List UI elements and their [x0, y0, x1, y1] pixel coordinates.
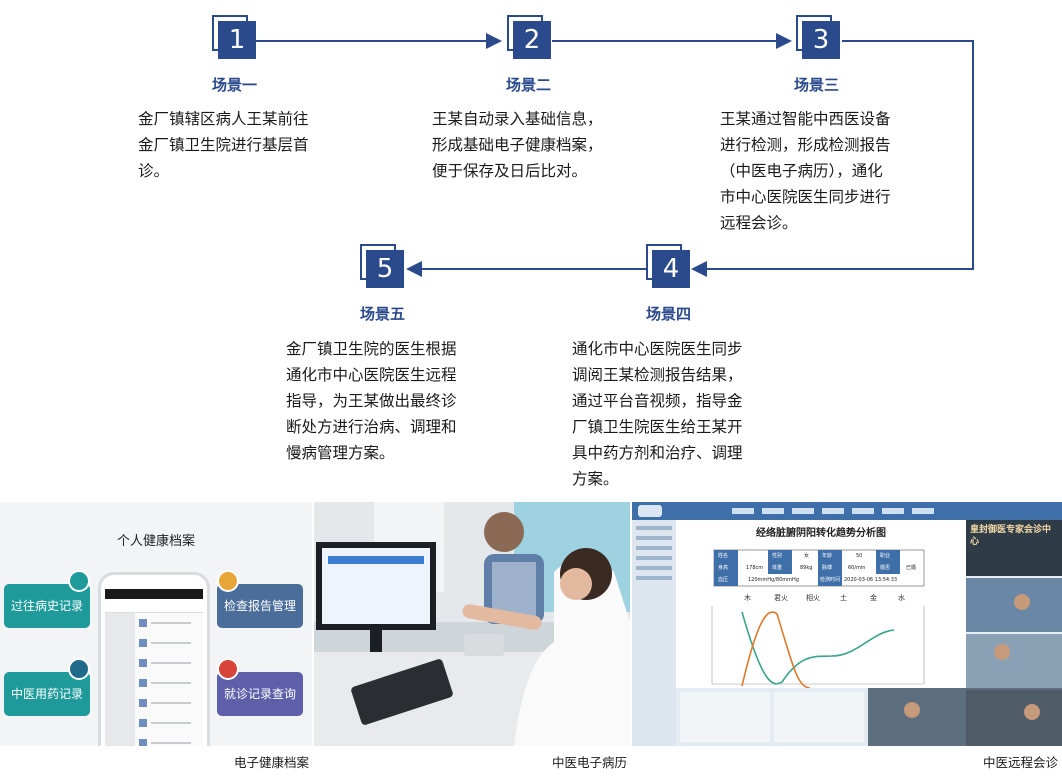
tcm-record-photo [314, 502, 630, 746]
table-cell: 89kg [800, 565, 813, 571]
step-3-number-box: 3 [796, 15, 840, 59]
step-2-number-box: 2 [507, 15, 551, 59]
consultation-sign: 皇封御医专家会诊中心 [970, 525, 1052, 547]
step-2-number: 2 [513, 21, 551, 59]
remote-consultation-caption: 中医远程会诊 [983, 755, 1059, 770]
step-1-line: 诊。 [138, 162, 170, 180]
step-5-number: 5 [366, 250, 404, 288]
step-4-line: 厂镇卫生院医生给王某开 [572, 418, 743, 436]
step-1-number-box: 1 [212, 15, 256, 59]
element-label: 土 [840, 594, 847, 602]
table-cell: 姓名 [718, 553, 729, 559]
table-cell: 已婚 [906, 565, 917, 571]
step-5-description: 金厂镇卫生院的医生根据 通化市中心医院医生远程 指导，为王某做出最终诊 断处方进… [286, 336, 457, 466]
step-2-line: 王某自动录入基础信息， [432, 110, 603, 128]
table-cell: 2020-03-06 13:54:33 [844, 577, 898, 583]
health-record-title: 个人健康档案 [116, 534, 195, 549]
health-record-caption: 电子健康档案 [234, 755, 310, 770]
table-cell: 178cm [746, 565, 764, 571]
table-cell: 婚否 [880, 565, 891, 571]
step-4-number: 4 [652, 250, 690, 288]
table-cell: 120mmHg/80mmHg [748, 577, 799, 583]
step-5-number-box: 5 [360, 244, 404, 288]
step-1-description: 金厂镇辖区病人王某前往 金厂镇卫生院进行基层首 诊。 [138, 106, 309, 184]
step-5-line: 慢病管理方案。 [286, 444, 395, 462]
element-label: 水 [898, 594, 905, 602]
step-3-line: 远程会诊。 [720, 214, 798, 232]
chart-title: 经络脏腑阴阳转化趋势分析图 [756, 528, 886, 539]
step-3-line: 王某通过智能中西医设备 [720, 110, 891, 128]
element-label: 相火 [806, 594, 820, 602]
medicine-bottle-icon [68, 658, 90, 680]
table-cell: 60/min [848, 565, 866, 571]
flow-connectors [256, 33, 974, 277]
element-label: 木 [744, 594, 751, 602]
step-5-line: 断处方进行治病、调理和 [286, 418, 457, 436]
step-4-line: 方案。 [572, 470, 619, 488]
step-1-line: 金厂镇辖区病人王某前往 [138, 110, 309, 128]
step-5-title: 场景五 [360, 305, 406, 323]
step-3-line: 市中心医院医生同步进行 [720, 188, 891, 206]
step-4-title: 场景四 [646, 305, 692, 323]
clinic-scene-illustration [314, 502, 630, 746]
table-cell: 50 [856, 553, 863, 559]
step-4-line: 通过平台音视频，指导金 [572, 392, 743, 410]
step-1-number: 1 [218, 21, 256, 59]
table-cell: 检测时间 [820, 577, 841, 583]
phone-mockup [98, 572, 210, 746]
step-3-line: 进行检测，形成检测报告 [720, 136, 891, 154]
tcm-record-caption: 中医电子病历 [552, 755, 628, 770]
step-1-title: 场景一 [212, 76, 258, 94]
step-4-line: 调阅王某检测报告结果， [572, 366, 743, 384]
medical-cross-icon [217, 658, 239, 680]
table-cell: 血压 [718, 577, 729, 583]
table-cell: 女 [804, 553, 810, 559]
table-cell: 年龄 [822, 553, 833, 559]
step-2-line: 形成基础电子健康档案， [432, 136, 603, 154]
patient-table: 姓名 性别 女 年龄 50 职业 身高 178cm 体重 89kg 脉搏 60/… [714, 550, 924, 586]
step-2-line: 便于保存及日后比对。 [432, 162, 588, 180]
step-4-line: 具中药方剂和治疗、调理 [572, 444, 743, 462]
step-5-line: 指导，为王某做出最终诊 [286, 392, 457, 410]
step-4-line: 通化市中心医院医生同步 [572, 340, 743, 358]
step-1-line: 金厂镇卫生院进行基层首 [138, 136, 309, 154]
step-3-number: 3 [802, 21, 840, 59]
arrow-3-to-4 [691, 40, 974, 277]
step-3-description: 王某通过智能中西医设备 进行检测，形成检测报告 （中医电子病历），通化 市中心医… [720, 106, 891, 236]
step-4-number-box: 4 [646, 244, 690, 288]
health-record-panel: 个人健康档案 过往病史记录 检查报告管理 中医用药记录 就诊记录查询 [0, 502, 312, 746]
table-cell: 性别 [772, 553, 783, 559]
element-label: 金 [870, 594, 877, 602]
remote-consultation-ui [632, 502, 1062, 746]
folder-icon [217, 570, 239, 592]
step-5-line: 金厂镇卫生院的医生根据 [286, 340, 457, 358]
table-cell: 体重 [772, 565, 783, 571]
step-2-description: 王某自动录入基础信息， 形成基础电子健康档案， 便于保存及日后比对。 [432, 106, 603, 184]
remote-consultation-screen: 经络脏腑阴阳转化趋势分析图 木 君火 相火 土 金 水 姓名 性别 女 年龄 5… [632, 502, 1062, 746]
monitor-icon [68, 570, 90, 592]
step-5-line: 通化市中心医院医生远程 [286, 366, 457, 384]
table-cell: 身高 [718, 565, 729, 571]
table-cell: 脉搏 [822, 565, 833, 571]
element-label: 君火 [774, 594, 788, 602]
step-3-line: （中医电子病历），通化 [720, 162, 883, 180]
step-2-title: 场景二 [506, 76, 552, 94]
step-3-title: 场景三 [794, 76, 840, 94]
step-4-description: 通化市中心医院医生同步 调阅王某检测报告结果， 通过平台音视频，指导金 厂镇卫生… [572, 336, 743, 492]
table-cell: 职业 [880, 553, 891, 559]
